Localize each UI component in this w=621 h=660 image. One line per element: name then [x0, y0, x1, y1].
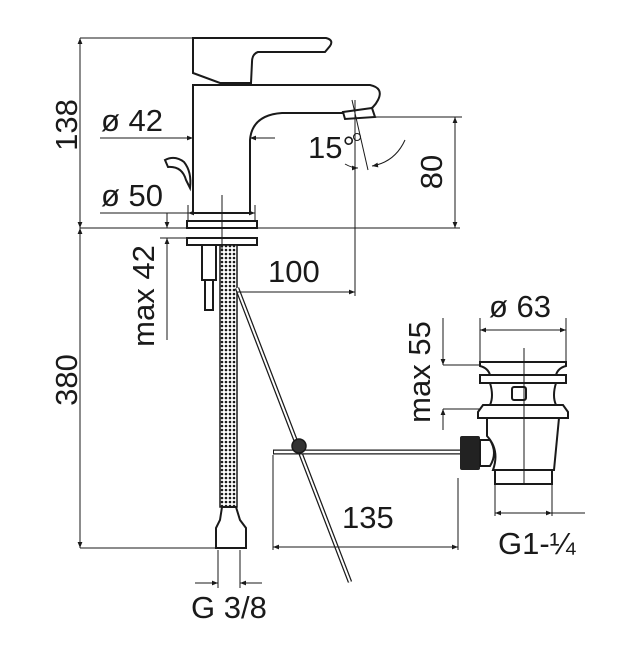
- waste-nut: [460, 436, 480, 470]
- rod-clamp: [291, 438, 307, 454]
- degree-symbol: [353, 133, 361, 141]
- fixing-stud: [201, 244, 217, 281]
- flexible-hose: [219, 244, 238, 508]
- hose-connector: [215, 506, 247, 549]
- popup-rod: [234, 287, 462, 583]
- dimension-lines: [77, 37, 585, 588]
- dim-138: 138: [49, 99, 84, 151]
- tap-body: [163, 84, 381, 214]
- dim-100: 100: [268, 254, 320, 289]
- dim-max-42: max 42: [126, 245, 161, 347]
- dim-380: 380: [49, 354, 84, 406]
- tap-handle: [192, 37, 333, 84]
- dim-diameter-63: ø 63: [489, 289, 551, 324]
- dim-max-55: max 55: [402, 321, 437, 423]
- dim-g3-8: G 3/8: [191, 590, 267, 625]
- dim-angle-15: 15°: [308, 130, 355, 165]
- fixing-rod: [204, 279, 214, 311]
- drain-lever: [163, 156, 192, 192]
- dim-diameter-50: ø 50: [101, 178, 163, 213]
- dim-80: 80: [414, 155, 449, 189]
- dim-135: 135: [342, 500, 394, 535]
- dim-g1-quarter: G1-¼: [498, 526, 577, 561]
- popup-waste: [460, 348, 569, 485]
- dim-diameter-42: ø 42: [101, 103, 163, 138]
